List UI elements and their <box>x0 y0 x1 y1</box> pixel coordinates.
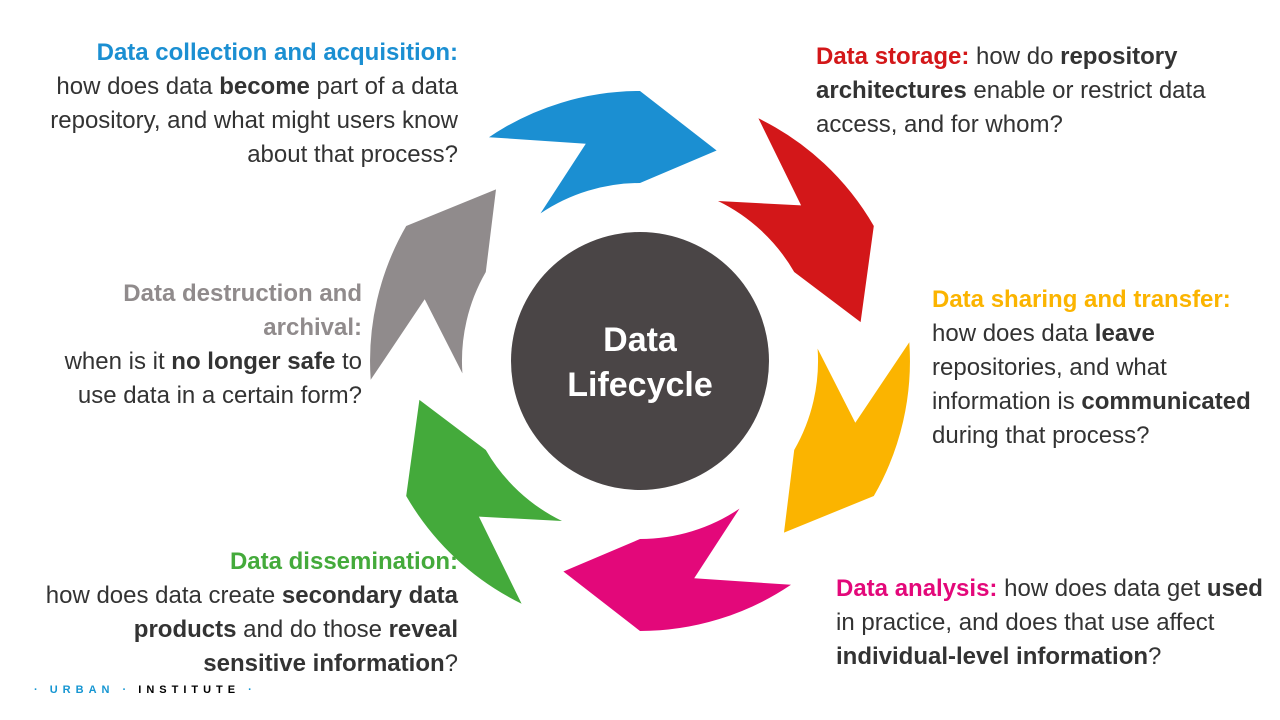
sharing-desc: how does data leave repositories, and wh… <box>932 320 1251 449</box>
center-title-line1: Data <box>603 321 678 359</box>
stage-sharing: Data sharing and transfer: how does data… <box>932 283 1262 453</box>
urban-institute-logo: · URBAN · INSTITUTE · <box>34 684 256 696</box>
destruction-arc <box>370 189 496 380</box>
stage-destruction: Data destruction and archival: when is i… <box>20 277 362 413</box>
collection-arc <box>489 91 717 214</box>
stage-collection: Data collection and acquisition: how doe… <box>40 36 458 172</box>
sharing-arc <box>784 342 910 533</box>
storage-arc <box>718 118 874 323</box>
destruction-title-line1: Data destruction and <box>123 280 362 307</box>
destruction-title-line2: archival: <box>263 314 362 341</box>
stage-storage: Data storage: how do repository architec… <box>816 43 1206 138</box>
stage-dissemination: Data dissemination: how does data create… <box>40 545 458 681</box>
destruction-desc: when is it no longer safe to use data in… <box>64 348 362 409</box>
dissemination-arc <box>406 399 562 604</box>
storage-title: Data storage: <box>816 43 970 70</box>
dissemination-title: Data dissemination: <box>229 548 458 575</box>
sharing-title: Data sharing and transfer: <box>932 286 1231 313</box>
collection-desc: how does data become part of a data repo… <box>50 73 458 168</box>
logo-urban: URBAN <box>49 684 115 696</box>
center-circle <box>511 232 769 490</box>
analysis-title: Data analysis: <box>836 575 998 602</box>
collection-title: Data collection and acquisition: <box>96 39 458 66</box>
logo-institute: INSTITUTE <box>138 684 241 696</box>
dissemination-desc: how does data create secondary data prod… <box>45 582 458 677</box>
center-title-line2: Lifecycle <box>567 366 713 404</box>
stage-analysis: Data analysis: how does data get used in… <box>836 575 1263 670</box>
analysis-arc <box>563 508 791 631</box>
